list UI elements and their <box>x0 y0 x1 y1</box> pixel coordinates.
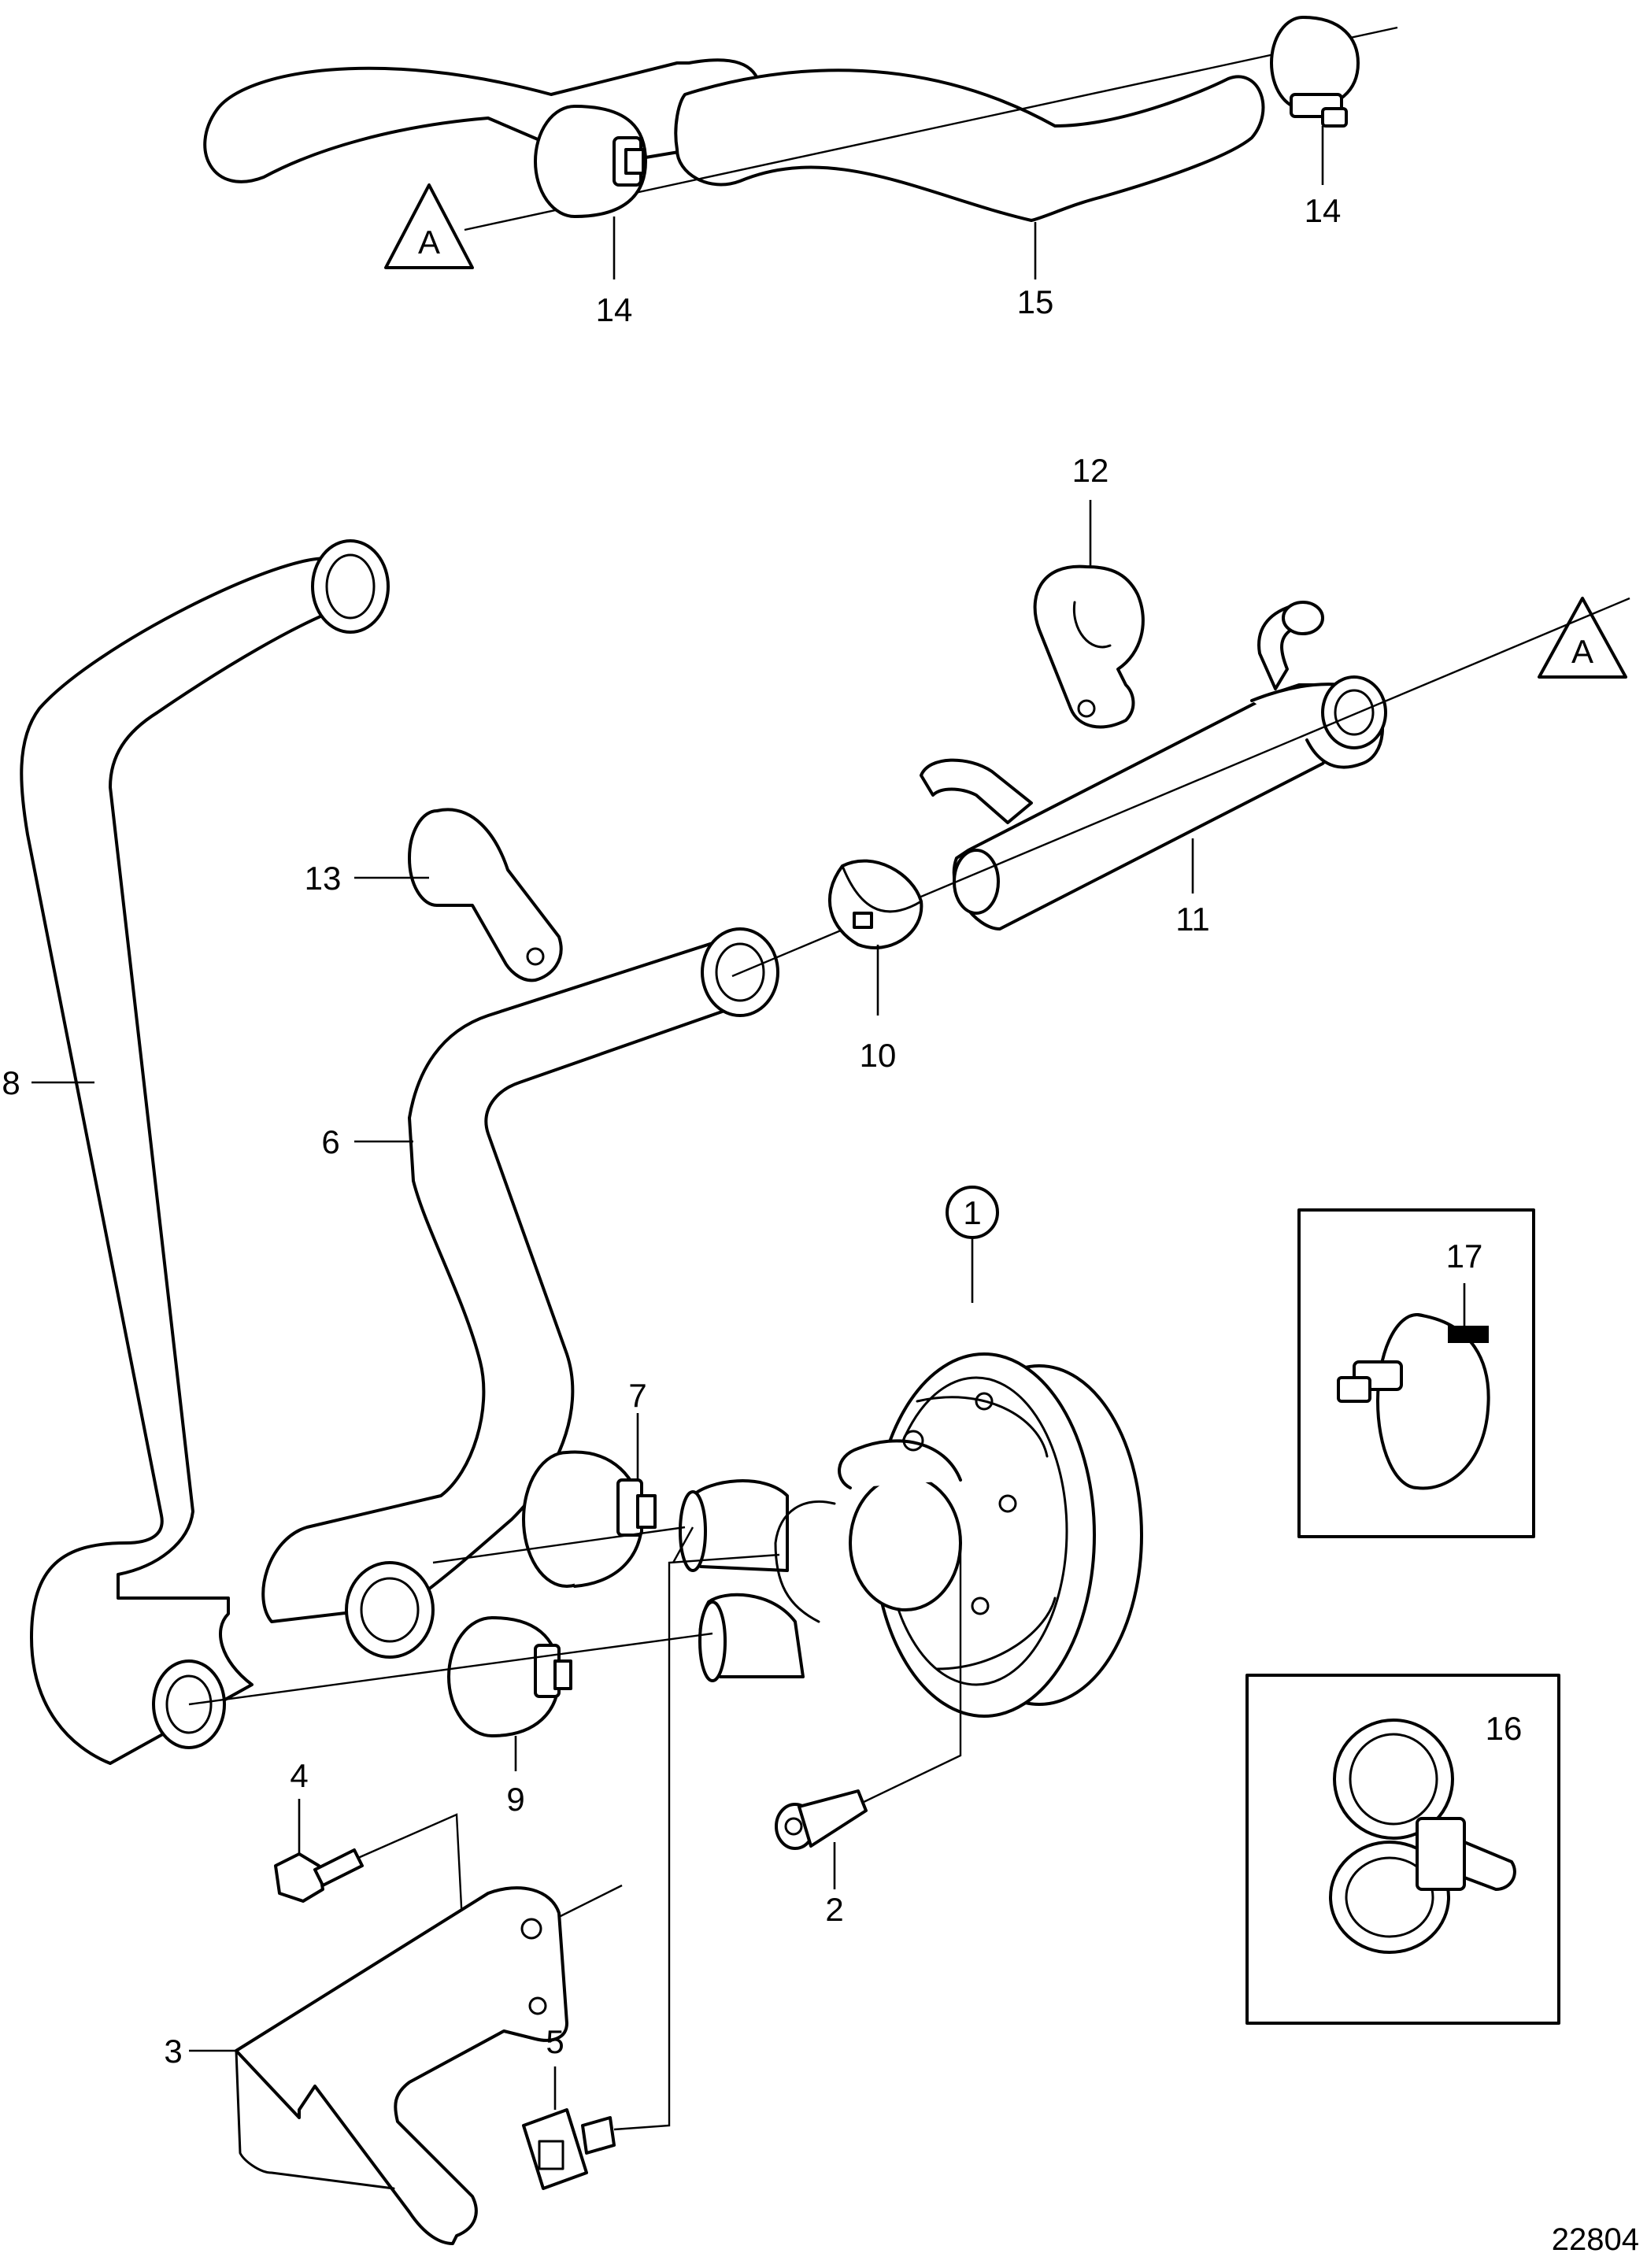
callout-5: 5 <box>546 2023 564 2060</box>
link-7 <box>672 1526 694 1563</box>
part-10-clamp <box>828 859 923 949</box>
link-2-pump <box>861 1543 962 1804</box>
svg-text:A: A <box>418 224 440 261</box>
part-1-pump <box>679 1352 1143 1718</box>
callout-17: 17 <box>1446 1238 1483 1275</box>
svg-text:A: A <box>1571 633 1593 670</box>
callout-10: 10 <box>860 1037 897 1074</box>
callout-13: 13 <box>305 860 342 897</box>
callout-1: 1 <box>963 1194 981 1231</box>
callout-11: 11 <box>1175 901 1210 938</box>
callout-4: 4 <box>290 1757 308 1794</box>
part-5-clip <box>522 2108 616 2190</box>
part-13-clamp <box>408 808 563 982</box>
callout-2: 2 <box>825 1891 843 1928</box>
link-8-pump <box>188 1632 713 1706</box>
callout-14-left: 14 <box>596 291 633 328</box>
callout-16: 16 <box>1486 1710 1523 1747</box>
part-2-screw <box>775 1789 868 1850</box>
link-5-pump <box>613 1553 780 2131</box>
part-17-clamp <box>1337 1313 1490 1490</box>
part-16-clamp <box>1329 1719 1516 1954</box>
ref-marker-a-right: A <box>1538 597 1627 679</box>
part-14-clamp-right <box>1270 16 1360 128</box>
part-7-clamp <box>522 1450 657 1588</box>
figure-number: 22804 <box>1552 2222 1639 2257</box>
callout-6: 6 <box>321 1123 339 1160</box>
part-15-hose-body <box>674 68 1265 222</box>
part-3-bracket <box>235 1886 568 2245</box>
callout-15: 15 <box>1017 283 1054 320</box>
callout-9: 9 <box>506 1781 524 1818</box>
callout-3: 3 <box>164 2033 182 2070</box>
part-9-clamp <box>447 1616 572 1737</box>
callout-7: 7 <box>628 1377 646 1414</box>
callout-14-right: 14 <box>1305 192 1342 229</box>
part-11-pipe <box>920 601 1387 931</box>
part-14-clamp-left <box>534 105 647 218</box>
part-4-bolt <box>274 1848 364 1903</box>
callout-12: 12 <box>1072 452 1109 489</box>
ref-marker-a-top: A <box>384 183 474 269</box>
link-6-pump <box>432 1526 686 1564</box>
link-3 <box>558 1884 623 1918</box>
part-12-clamp <box>1033 564 1145 729</box>
callout-8: 8 <box>2 1064 20 1101</box>
